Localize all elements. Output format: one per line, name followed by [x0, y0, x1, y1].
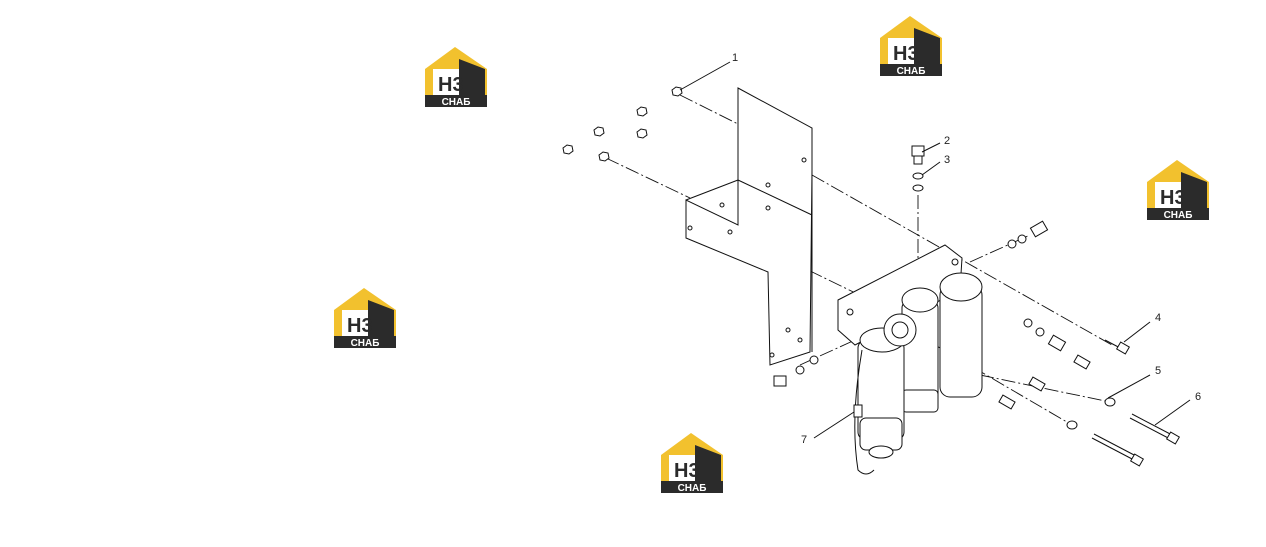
callout-6: 6 [1195, 391, 1201, 403]
svg-text:СНАБ: СНАБ [442, 97, 471, 108]
callout-4: 4 [1155, 312, 1161, 324]
svg-text:H3: H3 [438, 74, 464, 96]
svg-text:H3: H3 [347, 315, 373, 337]
svg-text:H3: H3 [1160, 187, 1186, 209]
callout-3: 3 [944, 154, 950, 166]
watermark-logo: H3 СНАБ [1147, 160, 1209, 221]
svg-text:СНАБ: СНАБ [897, 66, 926, 77]
watermark-logo: H3 СНАБ [425, 47, 487, 108]
watermark-logo: H3 СНАБ [880, 16, 942, 77]
bolts-washers [773, 220, 1181, 467]
vent-plug [911, 145, 925, 192]
svg-text:H3: H3 [674, 460, 700, 482]
svg-text:СНАБ: СНАБ [351, 338, 380, 349]
svg-text:СНАБ: СНАБ [1164, 210, 1193, 221]
mounting-bracket [685, 87, 813, 366]
callout-5: 5 [1155, 365, 1161, 377]
nut-group [562, 86, 683, 162]
callout-7: 7 [801, 434, 807, 446]
callout-2: 2 [944, 135, 950, 147]
watermark-logo: H3 СНАБ [334, 288, 396, 349]
watermark-logo: H3 СНАБ [661, 433, 723, 494]
leader-lines [679, 61, 1191, 439]
fuel-filter-assembly [837, 244, 983, 475]
callout-1: 1 [732, 52, 738, 64]
svg-text:H3: H3 [893, 43, 919, 65]
svg-text:СНАБ: СНАБ [678, 483, 707, 494]
